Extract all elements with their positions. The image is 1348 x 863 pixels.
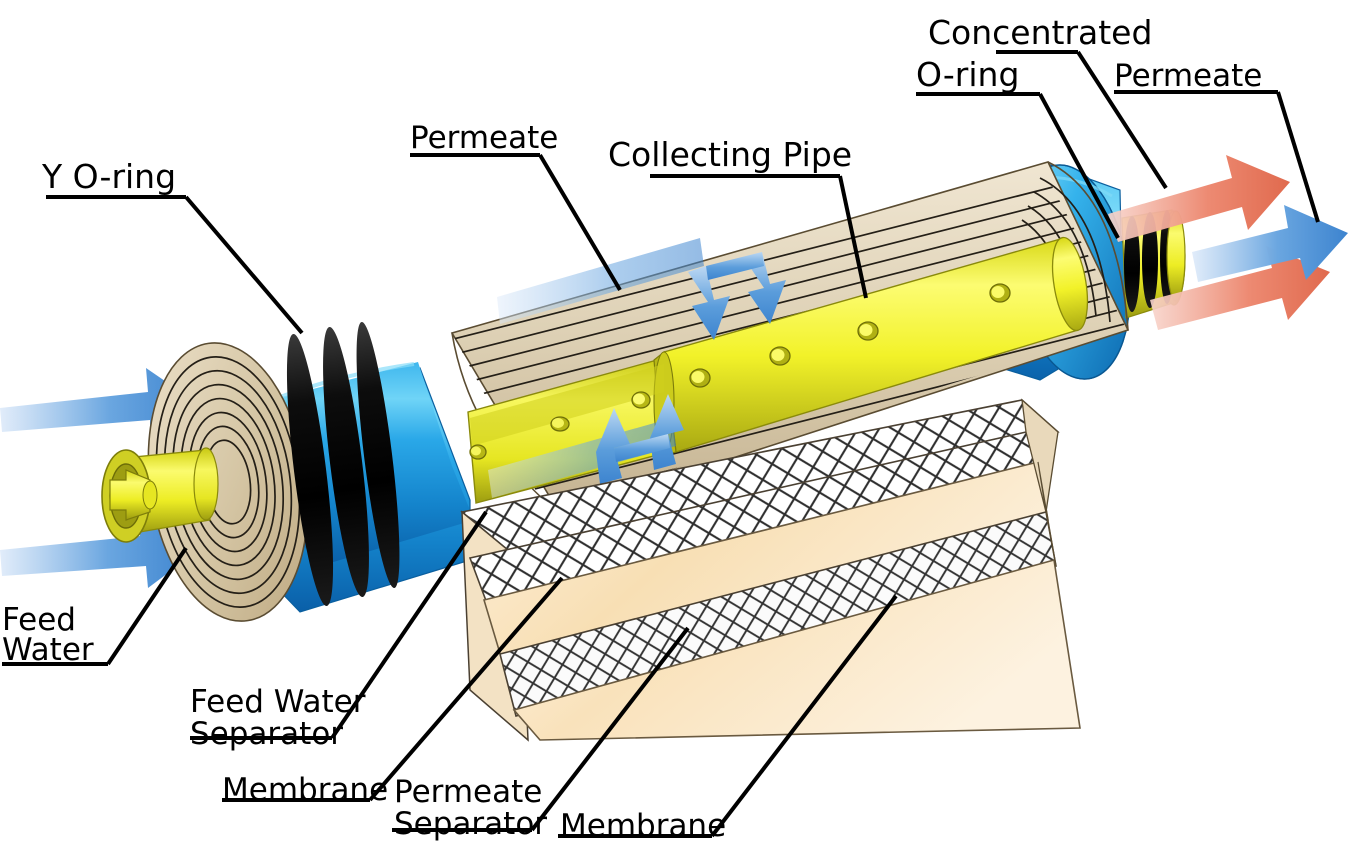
permeate-arrow-up-left [596, 408, 630, 484]
label-membrane-left: Membrane [222, 772, 388, 808]
label-feed-water-separator-line2: Separator [190, 716, 343, 752]
oring-2 [1142, 212, 1158, 308]
y-oring-group [286, 321, 400, 606]
permeate-streak-lower [488, 418, 676, 498]
label-feed-water-line2: Water [2, 632, 94, 668]
y-oring-2 [323, 326, 369, 598]
labels-layer: Y O-ring Feed Water Permeate Collecting … [2, 13, 1262, 844]
label-feed-water-line1: Feed [2, 602, 76, 638]
label-collecting-pipe: Collecting Pipe [608, 135, 852, 174]
unrolled-layers [460, 398, 1081, 742]
label-permeate-right: Permeate [1114, 58, 1262, 94]
pipe-notch [109, 469, 151, 521]
y-oring-1 [286, 334, 334, 606]
oring-1 [1124, 216, 1140, 312]
label-feed-water-separator-line1: Feed Water [190, 684, 366, 720]
permeate-arrow-up-right [650, 394, 684, 470]
permeate-streak-upper [497, 238, 704, 324]
left-pipe-stub [101, 447, 219, 543]
y-oring-3 [356, 321, 400, 589]
layer-membrane-lower [512, 558, 1081, 741]
leader-lines [2, 50, 1320, 838]
permeate-arrow-down-right [744, 252, 786, 324]
label-y-oring: Y O-ring [41, 157, 176, 196]
internal-permeate-arrows [488, 238, 786, 498]
feed-arrow-upper [0, 368, 200, 442]
concentrate-arrow-lower [1150, 246, 1330, 330]
outflow-arrows [1108, 155, 1348, 330]
permeate-outlet-arrow [1192, 205, 1348, 282]
label-membrane-bottom: Membrane [560, 808, 726, 844]
label-permeate-top: Permeate [410, 120, 558, 156]
label-permeate-separator-line2: Separator [394, 806, 547, 842]
permeate-arrow-down-left [688, 266, 730, 340]
label-permeate-separator-line1: Permeate [394, 774, 542, 810]
concentrate-arrow-upper [1108, 155, 1290, 242]
label-oring-right: O-ring [916, 55, 1019, 94]
pipe-perforations [469, 283, 1011, 460]
label-concentrated: Concentrated [928, 13, 1152, 52]
